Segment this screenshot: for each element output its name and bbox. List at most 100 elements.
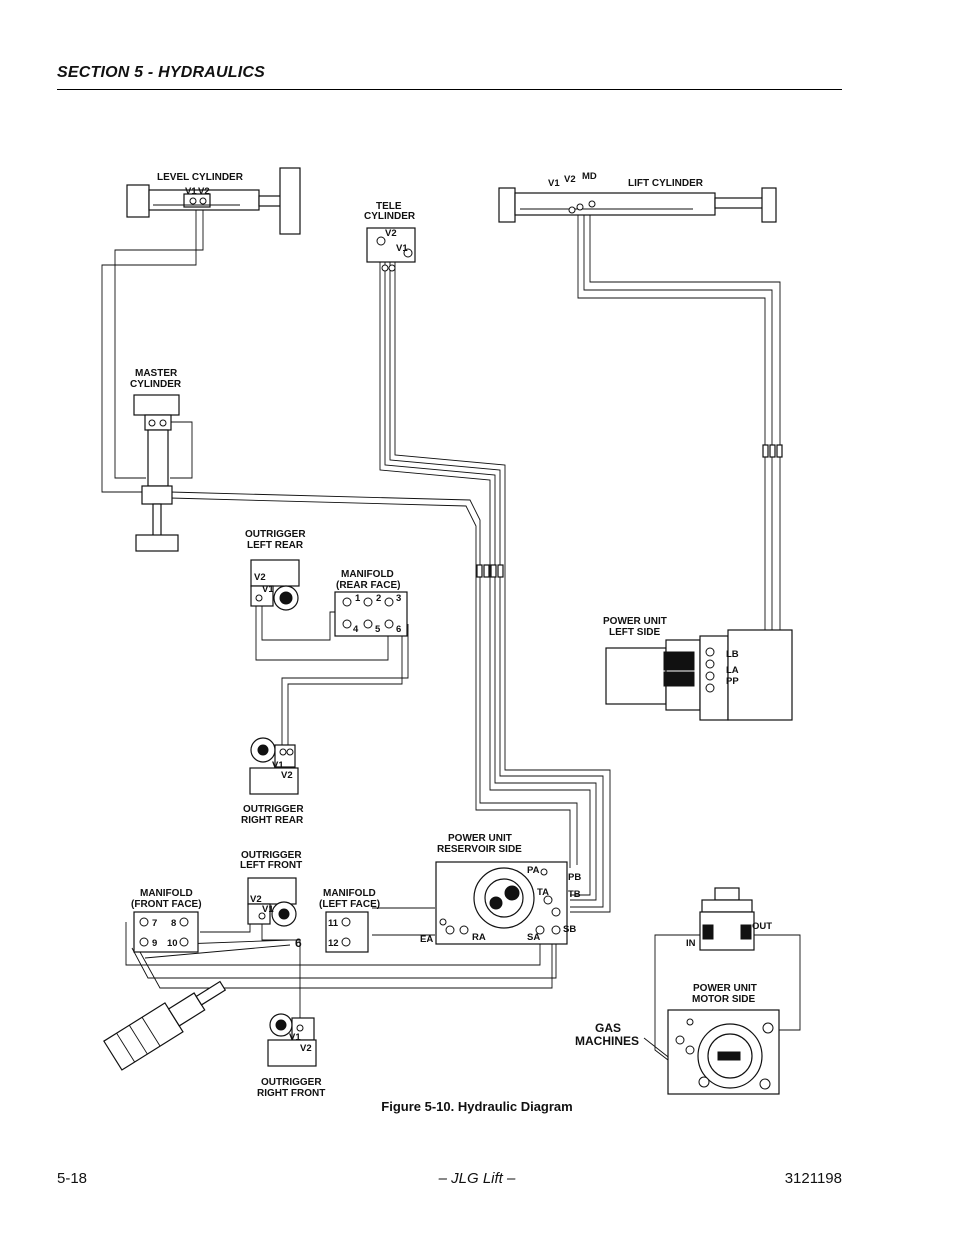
power-unit-motor-label-2: MOTOR SIDE [692,994,755,1005]
hose-olf-a [200,924,251,933]
tele-v1-label: V1 [396,243,408,254]
manifold-port-5: 5 [375,624,381,635]
pur-pb-label: PB [568,872,581,883]
outrigger-left-front: OUTRIGGER LEFT FRONT V2 V1 6 [240,850,302,950]
hose-manifold-front-loop-c [139,935,553,989]
master-cylinder: MASTER CYLINDER [130,368,182,552]
manifold-left-label-2: (LEFT FACE) [319,899,380,910]
power-unit-reservoir-side: POWER UNIT RESERVOIR SIDE PA PB TA TB EA… [420,833,581,945]
outrigger-left-front-label-1: OUTRIGGER [241,850,302,861]
outrigger-right-front-label-2: RIGHT FRONT [257,1088,325,1099]
manifold-port-7: 7 [152,918,157,929]
hose-gas-machines-leader [643,1037,673,1061]
hose-manifold-rear-to-orr-b [287,632,403,760]
header-rule [57,89,842,90]
manifold-port-9: 9 [152,938,157,949]
hose-olr-a [261,598,340,641]
manifold-rear-face: MANIFOLD (REAR FACE) 1 2 3 4 5 6 [334,569,408,637]
pur-pa-label: PA [527,865,540,876]
hand-pump [103,980,227,1071]
hose-gas-in [654,934,700,1061]
manifold-port-1: 1 [355,593,361,604]
hose-manifold-front-loop-b [131,935,557,979]
hose-lift-a [577,210,766,661]
pur-ra-label: RA [472,932,486,943]
hose-manifold-rear-to-orr-a [281,624,409,760]
manifold-port-10: 10 [167,938,178,949]
gas-machines-label: GAS MACHINES [575,1021,639,1048]
outrigger-left-rear: OUTRIGGER LEFT REAR V2 V1 [245,529,306,611]
hose-level-to-master-a [101,205,197,493]
page-number: 5-18 [57,1170,88,1187]
manifold-port-11: 11 [328,918,339,929]
hose-lift-b [583,210,773,667]
hose-master-top [164,421,193,479]
power-unit-motor-side: POWER UNIT MOTOR SIDE [667,983,780,1095]
hose-tele-d [394,262,611,913]
manifold-port-3: 3 [396,593,401,604]
power-unit-left-label-2: LEFT SIDE [609,627,660,638]
olf-v1-label: V1 [262,904,274,915]
hose-gas-out [752,934,801,1031]
hose-pump-arrow-b [144,944,291,959]
manifold-port-12: 12 [328,938,339,949]
pur-tb-label: TB [568,889,581,900]
level-v1-label: V1 [185,186,197,197]
olf-v2-label: V2 [250,894,262,905]
pur-sb-label: SB [563,924,576,935]
pul-pp-label: PP [726,676,739,687]
manifold-port-4: 4 [353,624,359,635]
hose-master-to-reservoir-b [169,497,571,868]
manifold-front-label-2: (FRONT FACE) [131,899,202,910]
manifold-front-label-1: MANIFOLD [140,888,193,899]
hose-manifold-front-loop [125,922,541,966]
gas-machines-label-2: MACHINES [575,1034,639,1048]
outrigger-right-front: V1 V2 OUTRIGGER RIGHT FRONT [257,1013,325,1099]
level-v2-label: V2 [198,186,210,197]
pul-lb-label: LB [726,649,739,660]
orf-v1-label: V1 [289,1032,301,1043]
manifold-port-2: 2 [376,593,381,604]
doc-number: 3121198 [784,1170,842,1187]
pur-ea-label: EA [420,934,433,945]
section-title: SECTION 5 - HYDRAULICS [57,64,265,81]
lift-v2-label: V2 [564,174,576,185]
manifold-front-face: MANIFOLD (FRONT FACE) 7 8 9 10 [131,888,202,953]
hose-level-to-master-b [114,205,204,479]
publisher: – JLG Lift – [438,1170,516,1187]
hose-olf-b [261,920,301,1018]
manifold-left-face: MANIFOLD (LEFT FACE) 11 12 [319,888,380,953]
orr-v2-label: V2 [281,770,293,781]
manifold-port-8: 8 [171,918,176,929]
hose-tele-a [379,262,591,896]
hose-lift-c [589,210,781,673]
orf-v2-label: V2 [300,1043,312,1054]
power-unit-left-label-1: POWER UNIT [603,616,667,627]
gas-in-label: IN [686,938,696,949]
power-unit-motor-label-1: POWER UNIT [693,983,757,994]
level-cylinder: LEVEL CYLINDER V1 V2 [126,167,301,235]
outrigger-left-rear-label-1: OUTRIGGER [245,529,306,540]
pur-sa-label: SA [527,932,540,943]
tele-cylinder-label-2: CYLINDER [364,211,416,222]
hose-tele-b [384,262,597,901]
figure-caption: Figure 5-10. Hydraulic Diagram [381,1099,573,1114]
outrigger-right-front-label-1: OUTRIGGER [261,1077,322,1088]
orr-v1-label: V1 [272,760,284,771]
outrigger-right-rear: V1 V2 OUTRIGGER RIGHT REAR [241,737,304,826]
outrigger-right-rear-label-1: OUTRIGGER [243,804,304,815]
power-unit-left-side: POWER UNIT LEFT SIDE LB LA PP [603,616,793,721]
lift-v1-label: V1 [548,178,560,189]
tele-cylinder-label-1: TELE [376,201,402,212]
master-cylinder-label-2: CYLINDER [130,379,182,390]
gas-machines-label-1: GAS [595,1021,621,1035]
power-unit-reservoir-label-2: RESERVOIR SIDE [437,844,522,855]
hose-couplers [476,444,783,578]
master-cylinder-label-1: MASTER [135,368,178,379]
tele-cylinder: TELE CYLINDER V2 V1 [364,201,416,272]
hose-master-to-reservoir-a [169,491,578,865]
olf-port-6-label: 6 [295,936,302,950]
gas-out-label: OUT [752,921,772,932]
lift-cylinder-label: LIFT CYLINDER [628,178,704,189]
